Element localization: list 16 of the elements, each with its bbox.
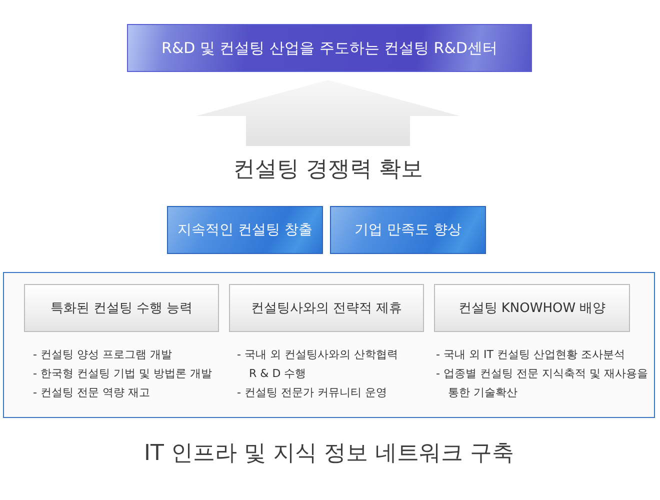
list-item: - 컨설팅 전문 역량 재고 [33, 385, 151, 401]
heading-text: IT 인프라 및 지식 정보 네트워크 구축 [143, 440, 515, 468]
heading-text: 컨설팅 경쟁력 확보 [200, 146, 456, 192]
list-item: - 업종별 컨설팅 전문 지식축적 및 재사용을 통한 기술확산 [436, 366, 649, 401]
list-item: - 국내 외 컨설팅사와의 산학협력 R & D 수행 [237, 347, 399, 382]
list-item: - 국내 외 IT 컨설팅 산업현황 조사분석 [436, 347, 626, 363]
category-box: 컨설팅 KNOWHOW 배양 [434, 284, 630, 332]
goal-box: 기업 만족도 향상 [330, 206, 486, 254]
list-item: - 컨설팅 전문가 커뮤니티 운영 [237, 385, 388, 401]
category-box: 컨설팅사와의 전략적 제휴 [229, 284, 424, 332]
list-item: - 컨설팅 양성 프로그램 개발 [33, 347, 173, 363]
title-banner: R&D 및 컨설팅 산업을 주도하는 컨설팅 R&D센터 [127, 24, 532, 72]
list-item: - 한국형 컨설팅 기법 및 방법론 개발 [33, 366, 213, 382]
block-arrow [196, 80, 460, 146]
goal-box: 지속적인 컨설팅 창출 [167, 206, 323, 254]
category-box: 특화된 컨설팅 수행 능력 [24, 284, 219, 332]
